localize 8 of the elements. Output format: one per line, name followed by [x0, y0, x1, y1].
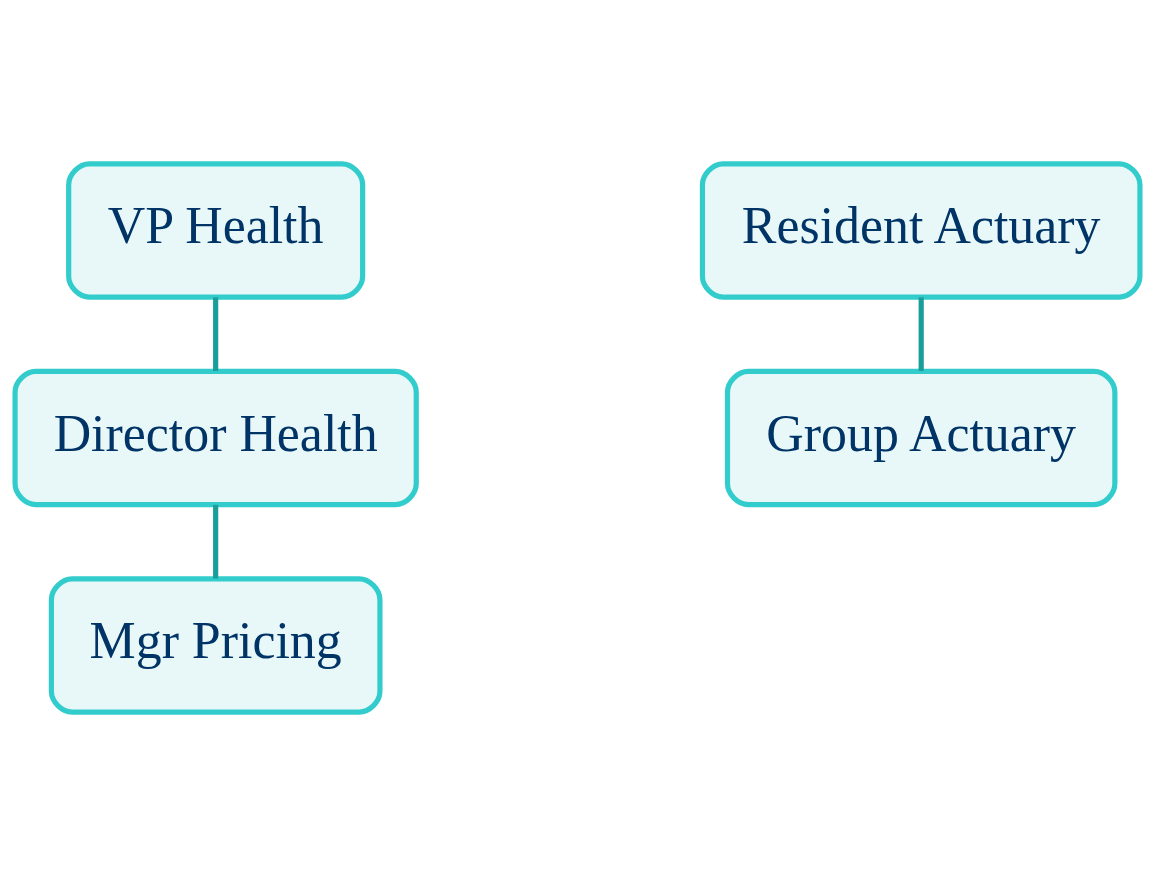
- node-box: VP Health: [66, 160, 366, 300]
- connector: [213, 296, 219, 371]
- connector: [918, 296, 924, 371]
- connector: [213, 504, 219, 579]
- node-box: Mgr Pricing: [48, 575, 383, 715]
- node-box: Resident Actuary: [699, 160, 1143, 300]
- node-box: Group Actuary: [724, 368, 1118, 507]
- node-box: Director Health: [12, 368, 419, 507]
